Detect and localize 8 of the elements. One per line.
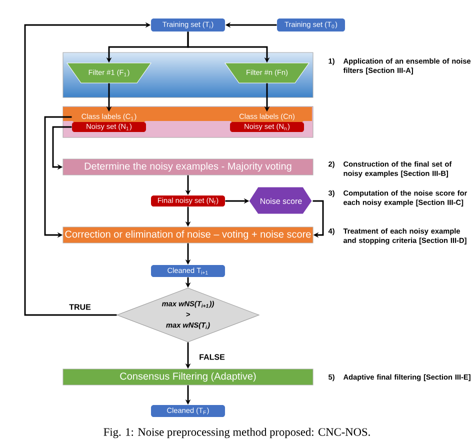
process-bar: Consensus Filtering (Adaptive) [62, 368, 314, 386]
arrow [312, 200, 324, 238]
process-bar: Determine the noisy examples - Majority voting [62, 158, 314, 176]
edge-label: TRUE [68, 302, 92, 312]
process-bar: Correction or elimination of noise – voting + noise score [62, 226, 314, 244]
edge-label: FALSE [198, 352, 226, 362]
caption: Fig. 1: Noise preprocessing method proposed: CNC-NOS. [104, 428, 370, 438]
score-hexagon: Noise score [248, 186, 312, 214]
